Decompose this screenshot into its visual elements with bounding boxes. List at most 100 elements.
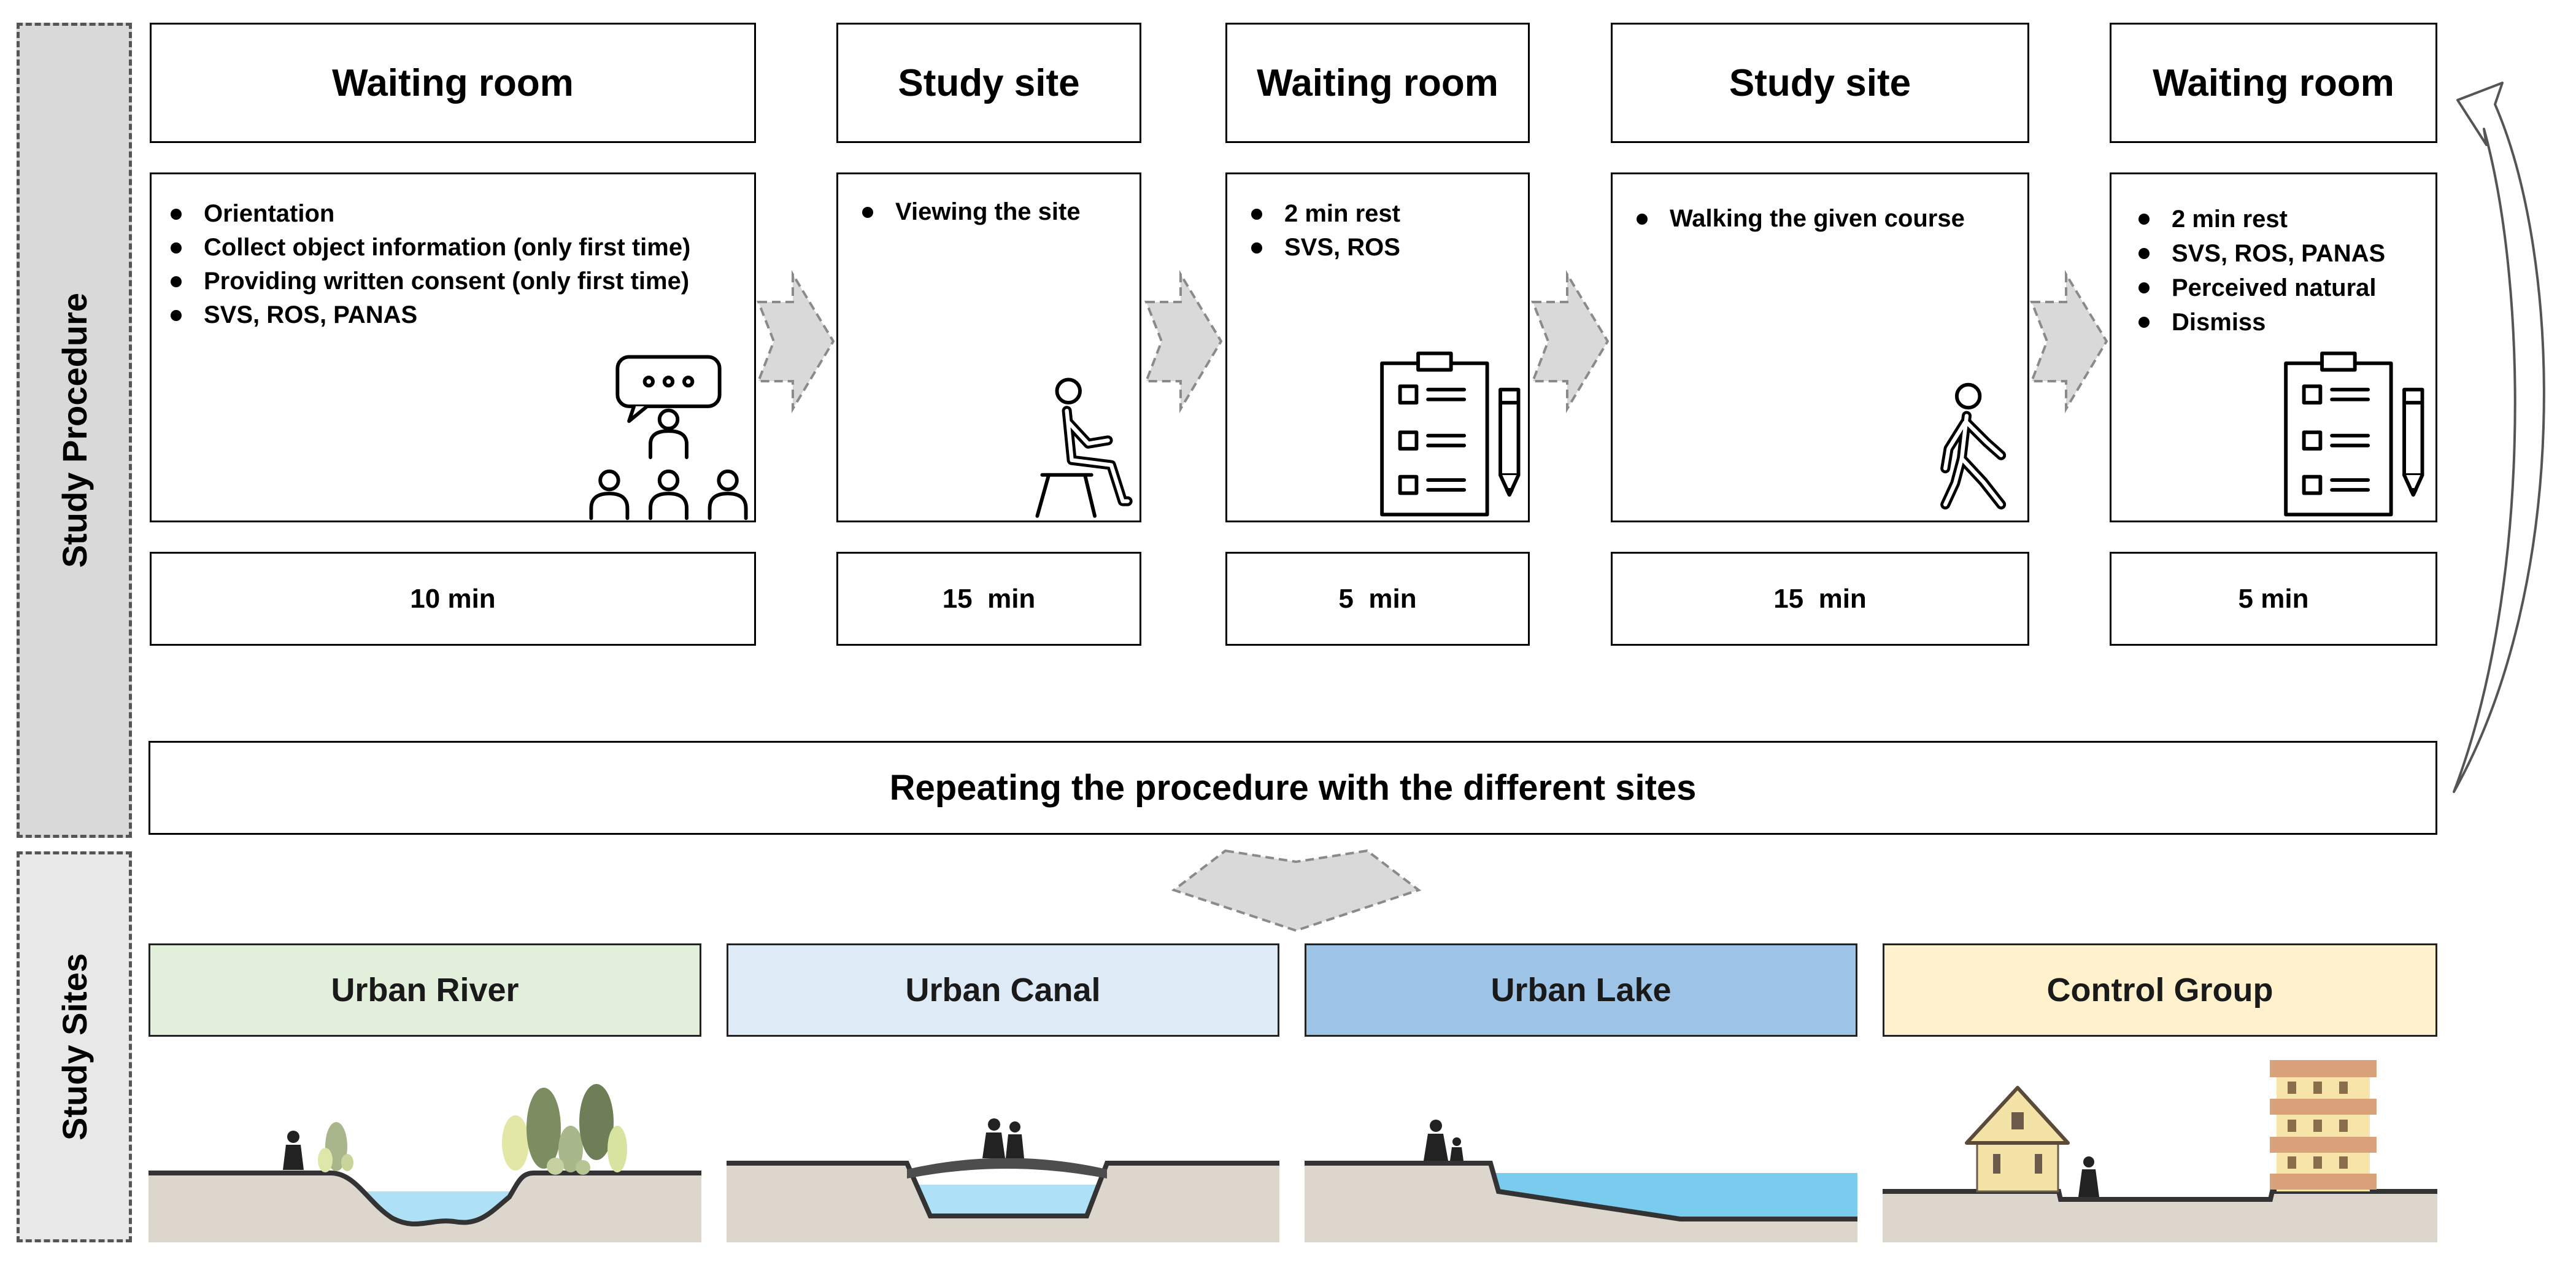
lake-ground: [1305, 1163, 1857, 1242]
bush: [576, 1160, 590, 1175]
step-5-content: 2 min rest SVS, ROS, PANAS Perceived nat…: [2110, 172, 2437, 522]
item-text: Collect object information (only first t…: [204, 234, 691, 261]
site-label-text: Urban Canal: [905, 972, 1101, 1008]
sitting-person-icon: [1035, 377, 1133, 518]
bullet-icon: [2138, 214, 2150, 225]
site-label-text: Urban River: [331, 972, 519, 1008]
bullet-icon: [2138, 282, 2150, 293]
canal-bank-line: [727, 1161, 1279, 1218]
walking-person-icon: [1940, 382, 2007, 509]
step-2-header: Study site: [836, 23, 1141, 143]
street-ground: [1883, 1191, 2437, 1242]
step-1-duration: 10 min: [150, 552, 756, 646]
repeat-procedure-banner: Repeating the procedure with the differe…: [148, 741, 2437, 835]
duration-text: 5 min: [1338, 583, 1417, 614]
list-item: Walking the given course: [1637, 202, 2027, 236]
curved-repeat-arrow: [2453, 82, 2545, 793]
step-1-content: Orientation Collect object information (…: [150, 172, 756, 522]
step-2-content: Viewing the site: [836, 172, 1141, 522]
duration-text: 5 min: [2238, 583, 2309, 614]
step-1-header: Waiting room: [150, 23, 756, 143]
bush: [547, 1158, 564, 1175]
lake-cross-section-icon: [1305, 1120, 1857, 1242]
river-bank-line: [148, 1171, 701, 1227]
repeat-label: Repeating the procedure with the differe…: [889, 768, 1697, 808]
step-4-list: Walking the given course: [1613, 174, 2027, 236]
tree: [579, 1084, 614, 1160]
bullet-icon: [171, 208, 182, 220]
canal-water: [917, 1185, 1098, 1216]
canal-cross-section-icon: [727, 1118, 1279, 1242]
bullet-icon: [171, 242, 182, 254]
step-arrow-2: [1144, 269, 1223, 414]
tree: [607, 1126, 627, 1172]
step-4-content: Walking the given course: [1611, 172, 2029, 522]
bullet-icon: [1251, 208, 1262, 220]
study-procedure-panel: Study Procedure: [17, 23, 132, 838]
person-icon: [982, 1118, 1005, 1158]
site-label-text: Urban Lake: [1490, 972, 1672, 1008]
person-icon: [283, 1131, 304, 1170]
step-3-list: 2 min rest SVS, ROS: [1227, 174, 1528, 265]
bullet-icon: [1637, 213, 1648, 225]
item-text: Dismiss: [2172, 309, 2266, 336]
list-item: Perceived natural: [2138, 271, 2435, 305]
bullet-icon: [2138, 248, 2150, 259]
bullet-icon: [171, 276, 182, 287]
river-ground: [148, 1173, 701, 1242]
list-item: Orientation: [171, 197, 754, 231]
tree: [341, 1154, 353, 1171]
site-label-urban-river: Urban River: [148, 943, 701, 1037]
chair-icon: [1035, 473, 1097, 518]
step-5-list: 2 min rest SVS, ROS, PANAS Perceived nat…: [2111, 174, 2435, 339]
site-label-text: Control Group: [2046, 972, 2273, 1008]
house-icon: [1965, 1086, 2070, 1193]
site-label-urban-lake: Urban Lake: [1305, 943, 1857, 1037]
list-item: SVS, ROS: [1251, 231, 1528, 265]
site-label-control-group: Control Group: [1883, 943, 2437, 1037]
step-5-duration: 5 min: [2110, 552, 2437, 646]
step-3-content: 2 min rest SVS, ROS: [1225, 172, 1530, 522]
step-1-list: Orientation Collect object information (…: [152, 174, 754, 332]
river-cross-section-icon: [148, 1084, 701, 1242]
list-item: SVS, ROS, PANAS: [2138, 236, 2435, 271]
tree: [558, 1126, 583, 1172]
tree: [318, 1148, 333, 1172]
step-4-header: Study site: [1611, 23, 2029, 143]
step-3-duration: 5 min: [1225, 552, 1530, 646]
step-title: Waiting room: [1257, 61, 1498, 104]
presenter-head: [657, 408, 680, 431]
list-item: Providing written consent (only first ti…: [171, 265, 754, 298]
tree: [502, 1115, 529, 1171]
tree: [526, 1088, 561, 1169]
canal-ground: [727, 1163, 1279, 1242]
step-title: Study site: [898, 61, 1080, 104]
item-text: 2 min rest: [1284, 200, 1400, 227]
step-2-duration: 15 min: [836, 552, 1141, 646]
item-text: Viewing the site: [895, 198, 1081, 225]
apartment-building-icon: [2270, 1060, 2377, 1191]
bullet-icon: [862, 206, 873, 218]
bullet-icon: [1251, 242, 1262, 254]
item-text: 2 min rest: [2172, 206, 2288, 233]
item-text: Perceived natural: [2172, 274, 2377, 301]
step-arrow-3: [1531, 269, 1610, 414]
item-text: Orientation: [204, 200, 335, 227]
item-text: SVS, ROS, PANAS: [2172, 240, 2386, 267]
person-icon: [1450, 1137, 1463, 1161]
item-text: Walking the given course: [1670, 205, 1965, 232]
list-item: Viewing the site: [862, 195, 1140, 229]
item-text: Providing written consent (only first ti…: [204, 268, 690, 295]
meeting-icon: [589, 355, 748, 521]
person-icon: [1424, 1120, 1448, 1161]
study-sites-panel: Study Sites: [17, 851, 132, 1242]
step-arrow-1: [757, 269, 835, 414]
person-icon: [2078, 1156, 2099, 1197]
step-4-duration: 15 min: [1611, 552, 2029, 646]
duration-text: 10 min: [410, 583, 496, 614]
list-item: SVS, ROS, PANAS: [171, 298, 754, 332]
step-3-header: Waiting room: [1225, 23, 1530, 143]
step-5-header: Waiting room: [2110, 23, 2437, 143]
clipboard-icon: [2284, 351, 2424, 517]
